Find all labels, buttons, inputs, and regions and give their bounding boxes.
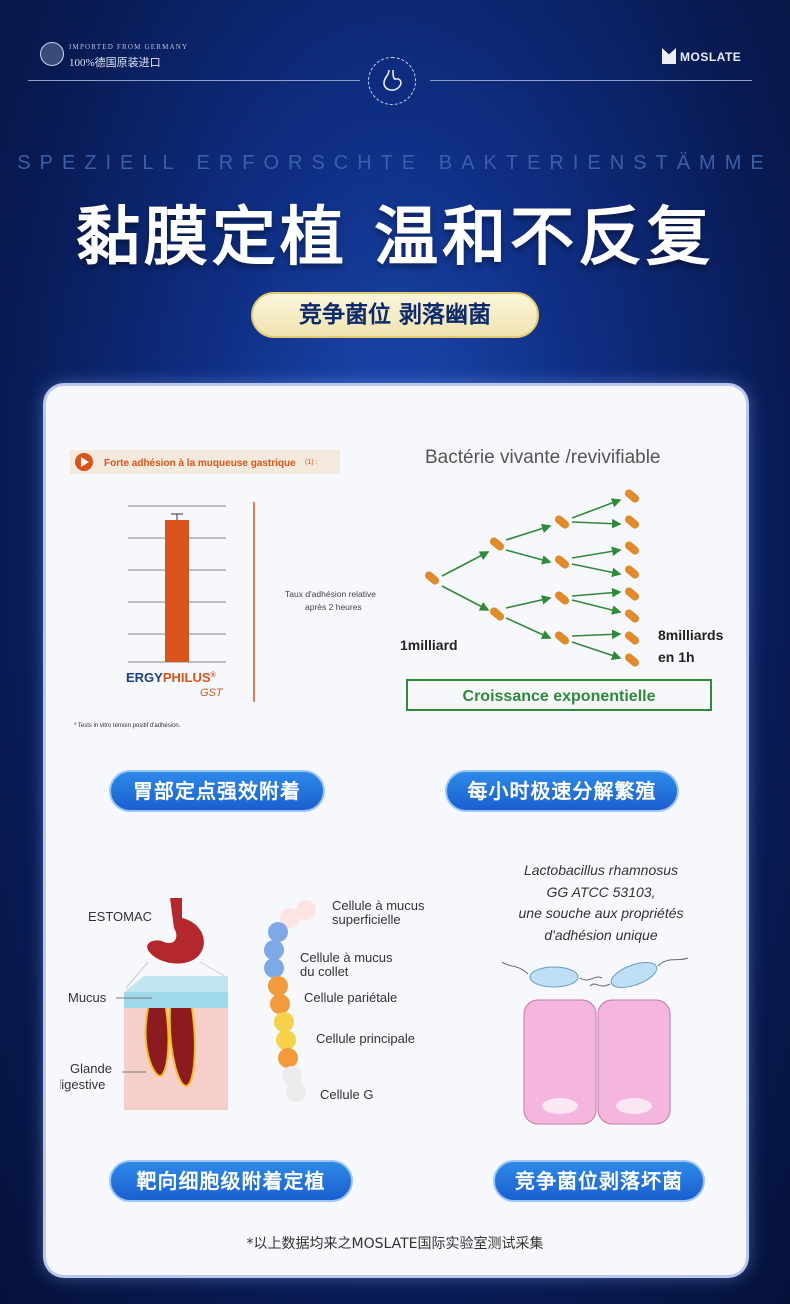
page-title: 黏膜定植 温和不反复 <box>75 201 715 275</box>
growth-title: Bactérie vivante /revivifiable <box>425 447 661 468</box>
glande-label-1: Glande <box>70 1061 112 1076</box>
cell2-label-a: Cellule à mucus <box>300 950 393 965</box>
glande-label-2: digestive <box>60 1077 105 1092</box>
lgg-line-3: une souche aux propriétés <box>518 905 684 921</box>
header-divider-left <box>28 80 360 81</box>
cell-column <box>264 900 316 1102</box>
subtitle-pill: 竞争菌位 剥落幽菌 <box>251 292 539 338</box>
cell5-label: Cellule G <box>320 1087 373 1102</box>
heading-band <box>70 450 340 474</box>
cell1-label-b: superficielle <box>332 912 401 927</box>
brand-logo: MOSLATE <box>662 48 741 64</box>
play-icon-triangle <box>81 457 89 467</box>
nucleus-left <box>542 1098 578 1114</box>
start-count: 1milliard <box>400 637 458 653</box>
axis-note-1: Taux d'adhésion relative <box>285 589 376 599</box>
page-header: IMPORTED FROM GERMANY 100%德国原装进口 MOSLATE <box>0 0 790 120</box>
estomac-label: ESTOMAC <box>88 909 152 924</box>
mucus-label: Mucus <box>68 990 107 1005</box>
epithelium-illustration <box>501 957 689 1125</box>
caption-adhesion: 胃部定点强效附着 <box>109 770 325 812</box>
import-label: IMPORTED FROM GERMANY <box>69 43 189 51</box>
stomach-panel: ESTOMAC Mucus Glande digestive Cellule à… <box>60 898 425 1110</box>
epithelial-cell-left <box>523 999 597 1125</box>
growth-arrows <box>441 498 622 661</box>
stomach-icon <box>147 898 204 964</box>
brand-mark-icon <box>662 48 676 64</box>
lgg-description: Lactobacillus rhamnosus GG ATCC 53103, u… <box>496 860 706 946</box>
end-count-2: en 1h <box>658 649 695 665</box>
header-divider-right <box>430 80 752 81</box>
lgg-line-1: Lactobacillus rhamnosus <box>523 862 679 878</box>
end-count-1: 8milliards <box>658 627 724 643</box>
adhesion-heading: Forte adhésion à la muqueuse gastrique <box>104 458 296 469</box>
footer-note: *以上数据均来之MOSLATE国际实验室测试采集 <box>246 1236 544 1252</box>
adhesion-panel: Forte adhésion à la muqueuse gastrique (… <box>70 450 376 729</box>
adhesion-bar <box>165 520 189 662</box>
gland-left <box>144 1007 170 1078</box>
germany-seal-icon <box>40 42 64 66</box>
growth-box <box>406 679 712 711</box>
lgg-line-2: GG ATCC 53103, <box>546 883 656 900</box>
bacterium-left <box>529 966 579 988</box>
zoom-line <box>125 961 149 989</box>
gland-right <box>168 1007 196 1088</box>
gst-label: GST <box>200 687 224 699</box>
zoom-line <box>199 961 229 979</box>
adhesion-heading-sup: (1) : <box>305 459 318 466</box>
axis-note-2: après 2 heures <box>305 602 362 612</box>
import-sublabel: 100%德国原装进口 <box>69 57 161 69</box>
caption-cells: 靶向细胞级附着定植 <box>109 1160 353 1202</box>
adhesion-footnote: * Tests in vitro témoin positif d'adhési… <box>74 723 181 729</box>
content-card <box>46 386 746 1275</box>
caption-growth: 每小时极速分解繁殖 <box>445 770 679 812</box>
cell3-label: Cellule pariétale <box>304 990 397 1005</box>
caption-compete: 竞争菌位剥落坏菌 <box>493 1160 705 1202</box>
nucleus-right <box>616 1098 652 1114</box>
mucus-layer-top <box>124 976 228 992</box>
flagella <box>501 957 689 987</box>
cell2-label-b: du collet <box>300 964 349 979</box>
cell1-label-a: Cellule à mucus <box>332 898 425 913</box>
epithelial-cell-right <box>597 999 671 1125</box>
lgg-line-4: d'adhésion unique <box>544 926 658 943</box>
cell4-label: Cellule principale <box>316 1031 415 1046</box>
growth-box-label: Croissance exponentielle <box>463 688 656 705</box>
ergyphilus-brand: ERGYPHILUS® <box>126 670 217 685</box>
bacterium-right <box>610 962 658 988</box>
mucus-layer <box>124 992 228 1008</box>
stomach-logo-icon <box>368 57 416 105</box>
bacteria-cells <box>424 489 640 667</box>
kicker-text: SPEZIELL ERFORSCHTE BAKTERIENSTÄMME <box>17 152 773 174</box>
growth-panel: Bactérie vivante /revivifiable 1milliard… <box>400 447 724 711</box>
